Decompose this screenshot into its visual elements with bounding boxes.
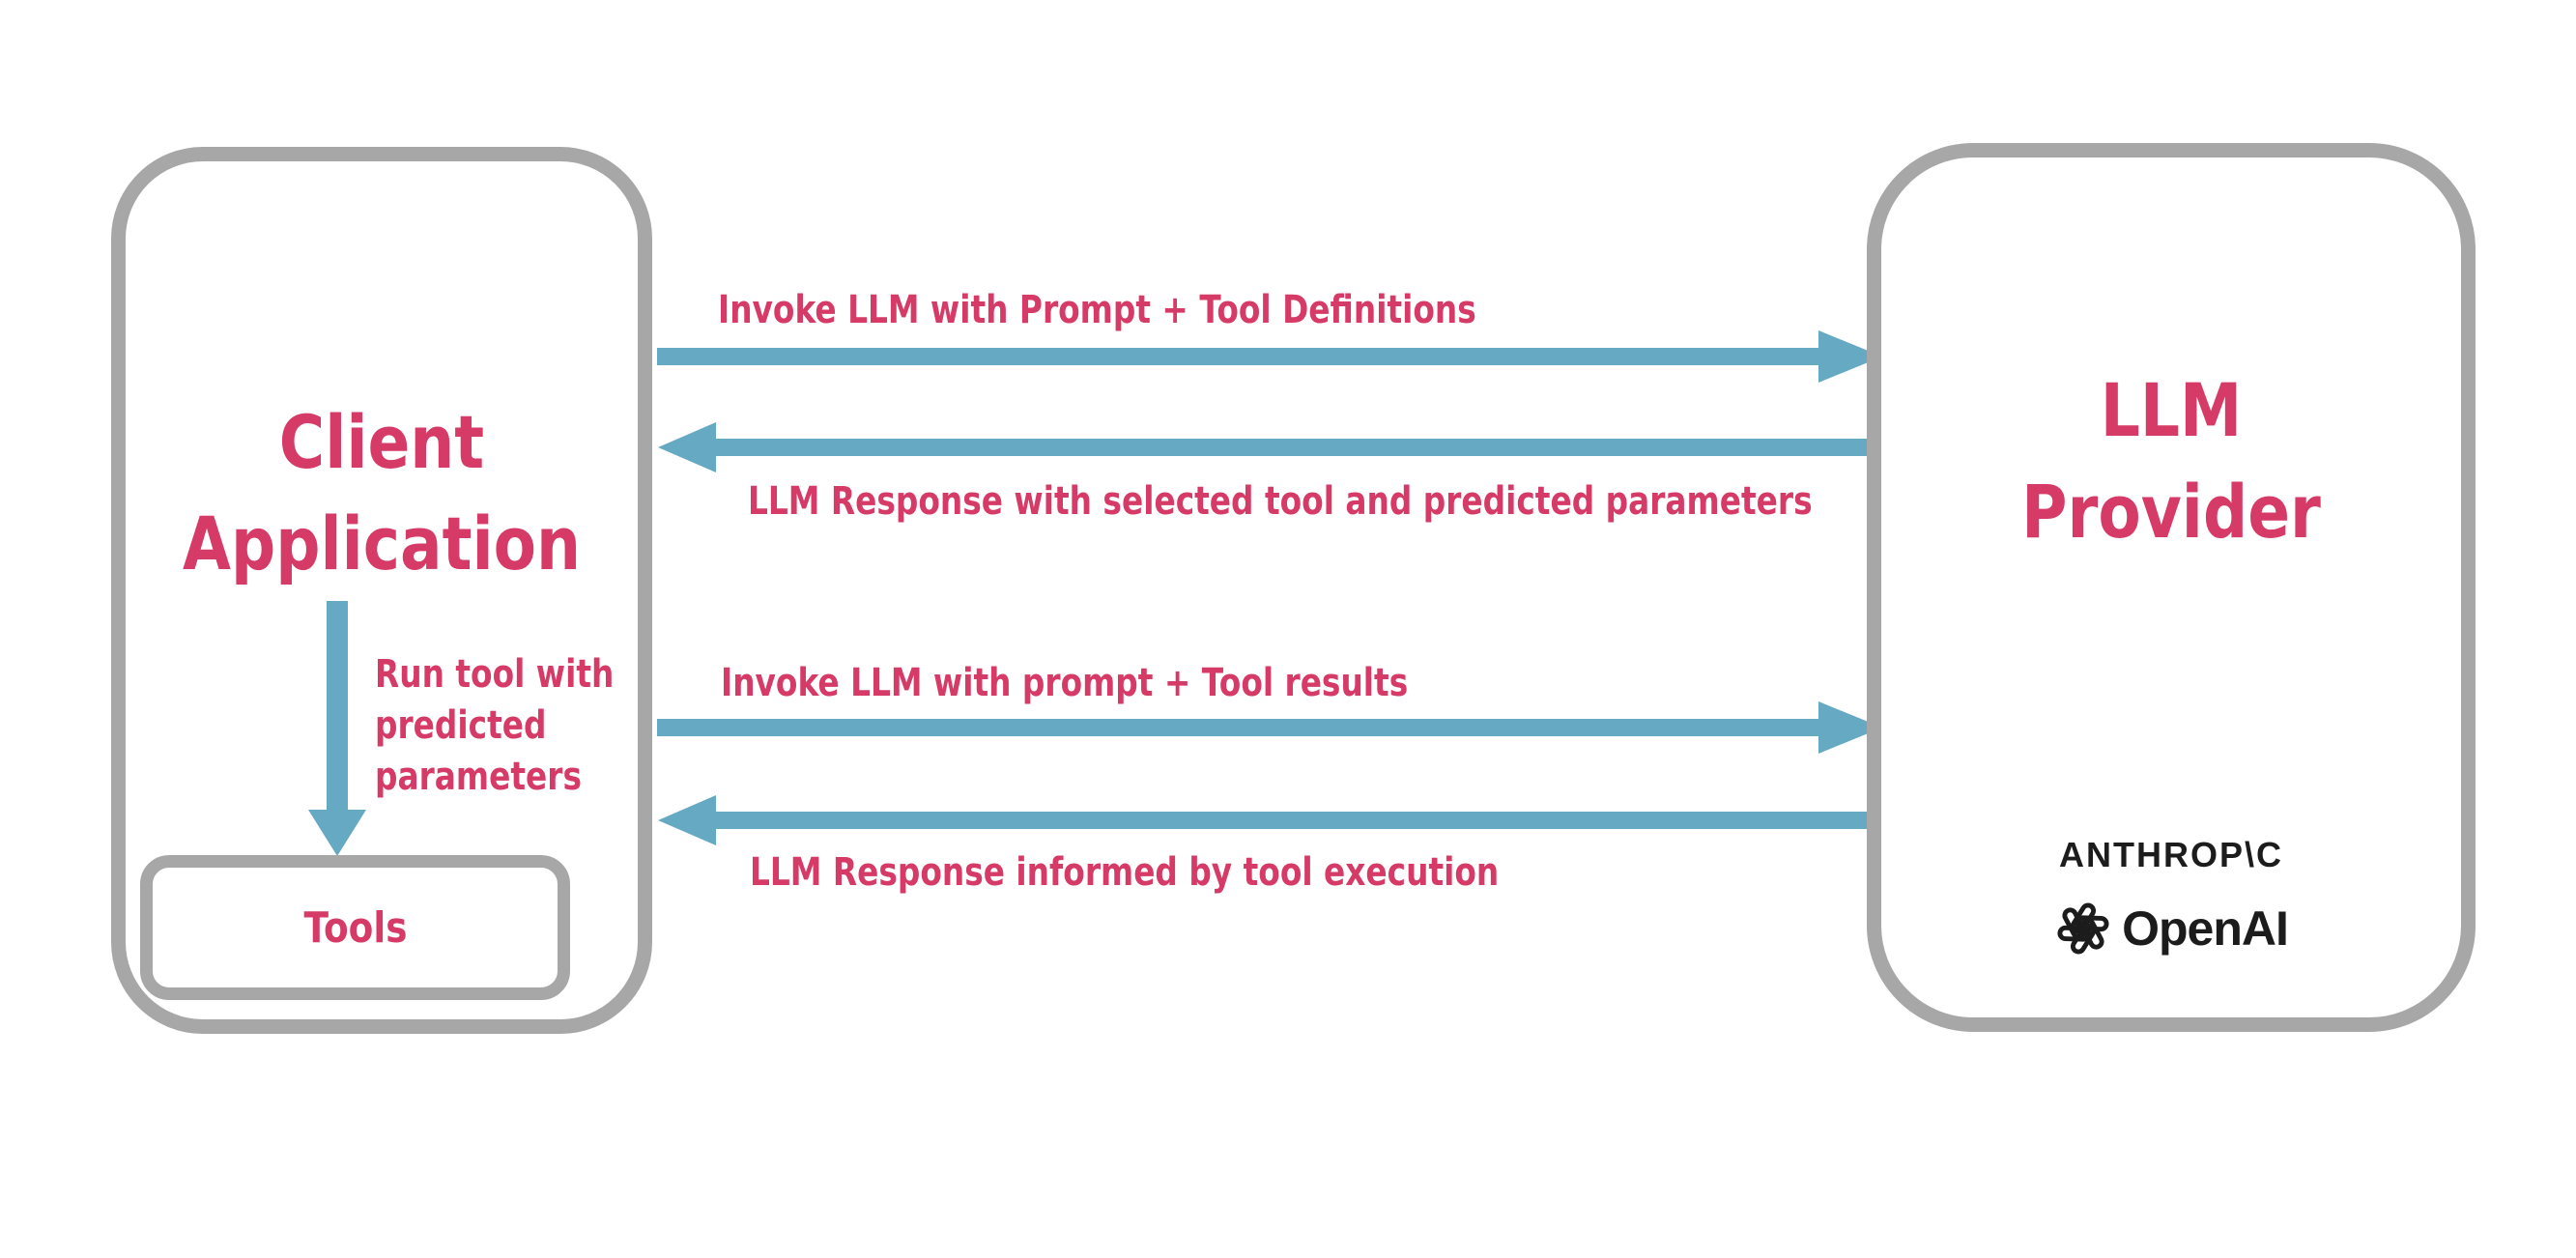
- run-tool-down-arrowhead-icon: [308, 810, 366, 856]
- client-title-line-1: Client: [278, 399, 485, 485]
- openai-wordmark: OpenAI: [2122, 901, 2289, 956]
- flow-arrow-1-body: [657, 348, 1818, 365]
- flow-arrow-2-arrowhead-icon: [658, 422, 716, 472]
- run-tool-label: Run tool with predicted parameters: [375, 649, 614, 803]
- tools-box-label: Tools: [302, 902, 408, 953]
- llm-provider-title: LLM Provider: [1912, 359, 2430, 562]
- client-application-title: Client Application: [152, 391, 612, 594]
- flow-arrow-4-arrowhead-icon: [658, 795, 716, 845]
- flow-label-1: Invoke LLM with Prompt + Tool Definition…: [718, 288, 1476, 332]
- anthropic-logo: ANTHROP\C: [2059, 835, 2283, 874]
- openai-flower-icon: [2054, 900, 2112, 958]
- flow-arrow-4-body: [716, 812, 1869, 829]
- client-title-line-2: Application: [182, 500, 582, 586]
- tools-box: Tools: [140, 855, 570, 1000]
- run-tool-label-line-1: Run tool with: [375, 652, 615, 697]
- flow-arrow-2-body: [716, 439, 1869, 456]
- flow-arrow-3-body: [657, 719, 1818, 736]
- flow-label-3: Invoke LLM with prompt + Tool results: [721, 661, 1409, 705]
- llm-provider-box: [1867, 143, 2476, 1032]
- openai-logo: OpenAI: [1867, 897, 2476, 960]
- provider-title-line-1: LLM: [2100, 367, 2243, 453]
- flow-label-2: LLM Response with selected tool and pred…: [748, 479, 1813, 524]
- run-tool-label-line-2: predicted: [375, 703, 547, 748]
- provider-title-line-2: Provider: [2021, 469, 2321, 555]
- run-tool-down-arrow-shaft: [327, 601, 348, 810]
- flow-label-4: LLM Response informed by tool execution: [750, 850, 1500, 895]
- run-tool-label-line-3: parameters: [375, 755, 582, 799]
